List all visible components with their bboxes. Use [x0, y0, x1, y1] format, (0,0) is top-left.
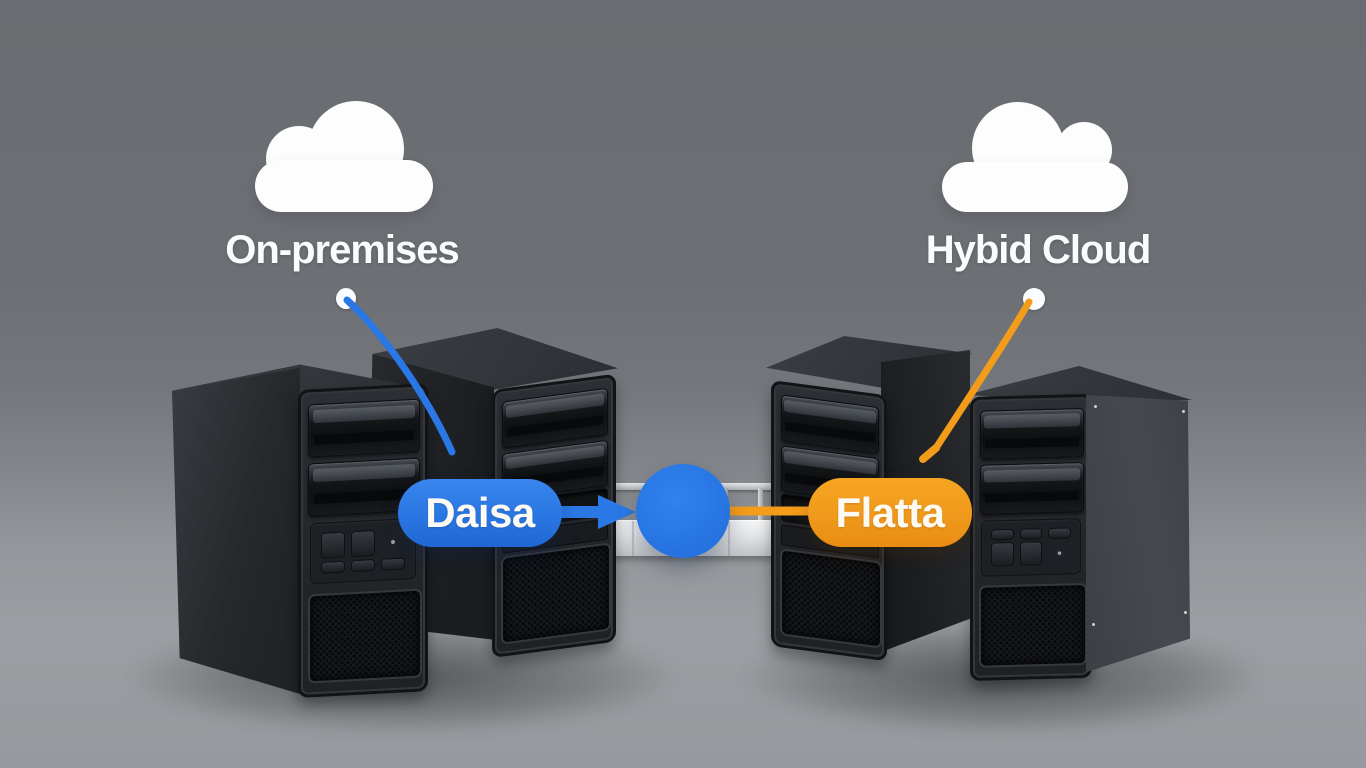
drive-bay: [979, 408, 1085, 461]
panel-button: [350, 559, 376, 573]
panel-button: [991, 528, 1015, 541]
hybrid-cloud-label: Hybid Cloud: [925, 228, 1152, 272]
panel-button: [320, 531, 345, 560]
panel-button: [1019, 528, 1043, 540]
server-front: [970, 393, 1092, 681]
callout-dot: [336, 288, 356, 309]
flatta-pill-label: Flatta: [835, 488, 945, 536]
cloud-part: [255, 160, 433, 212]
button-panel: [981, 518, 1081, 577]
hub-node: [636, 464, 730, 558]
vent-grille: [780, 547, 882, 649]
button-panel: [309, 518, 417, 585]
screw-dots: [1094, 405, 1097, 408]
drive-bay: [308, 398, 420, 458]
server-side: [172, 368, 300, 694]
vent-grille: [307, 588, 423, 684]
vent-grille: [501, 542, 611, 645]
panel-button: [381, 557, 406, 571]
daisa-pill-label: Daisa: [425, 489, 535, 536]
panel-led: [389, 537, 398, 548]
callout-dot: [1023, 288, 1045, 310]
vent-grille: [979, 583, 1087, 669]
panel-button: [350, 529, 376, 558]
cloud-part: [942, 162, 1128, 212]
panel-button: [320, 560, 345, 574]
on-premises-label: On-premises: [225, 228, 460, 272]
bridge-post: [758, 488, 763, 524]
flatta-pill: Flatta: [808, 478, 972, 547]
panel-led: [1055, 548, 1063, 558]
server-side: [1086, 395, 1190, 673]
server-front: [298, 383, 428, 698]
drive-bay: [780, 394, 880, 454]
panel-button: [991, 542, 1015, 567]
panel-button: [1047, 527, 1071, 539]
daisa-pill: Daisa: [398, 479, 562, 547]
drive-bay: [979, 462, 1085, 515]
drive-bay: [502, 388, 608, 449]
panel-button: [1019, 541, 1043, 567]
